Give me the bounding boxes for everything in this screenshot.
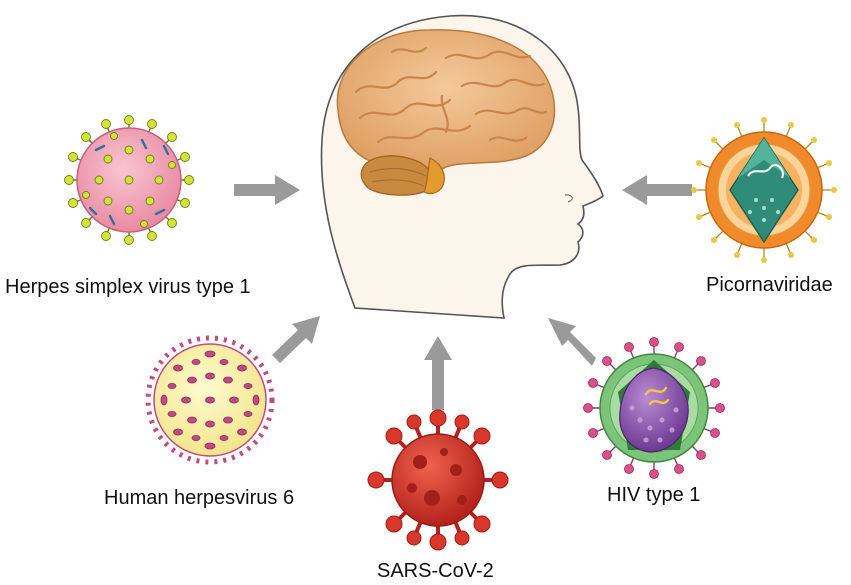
arrow-from-hhv6 [272, 316, 320, 363]
label-herpes-simplex-virus-type-1: Herpes simplex virus type 1 [5, 276, 251, 298]
label-hiv-type-1: HIV type 1 [607, 484, 701, 506]
arrow-from-hiv [548, 318, 596, 366]
arrows [234, 175, 692, 410]
picornaviridae-icon [691, 117, 837, 263]
arrow-from-sars-cov-2 [424, 336, 452, 410]
brain [336, 29, 556, 196]
arrow-from-hsv1 [234, 175, 300, 205]
label-human-herpesvirus-6: Human herpesvirus 6 [104, 487, 295, 509]
label-picornaviridae: Picornaviridae [706, 274, 833, 296]
label-sars-cov-2: SARS-CoV-2 [377, 560, 494, 582]
ear-line [564, 194, 573, 203]
sars-cov-2-icon [367, 409, 509, 551]
picornaviridae-capsid-core [729, 136, 799, 244]
arrow-from-picornaviridae [622, 175, 692, 205]
herpes-simplex-virus-icon [64, 115, 194, 245]
cerebrum [336, 29, 556, 174]
hiv-type-1-icon [583, 337, 725, 479]
human-herpesvirus-6-icon [145, 335, 275, 465]
brainstem [423, 157, 445, 195]
